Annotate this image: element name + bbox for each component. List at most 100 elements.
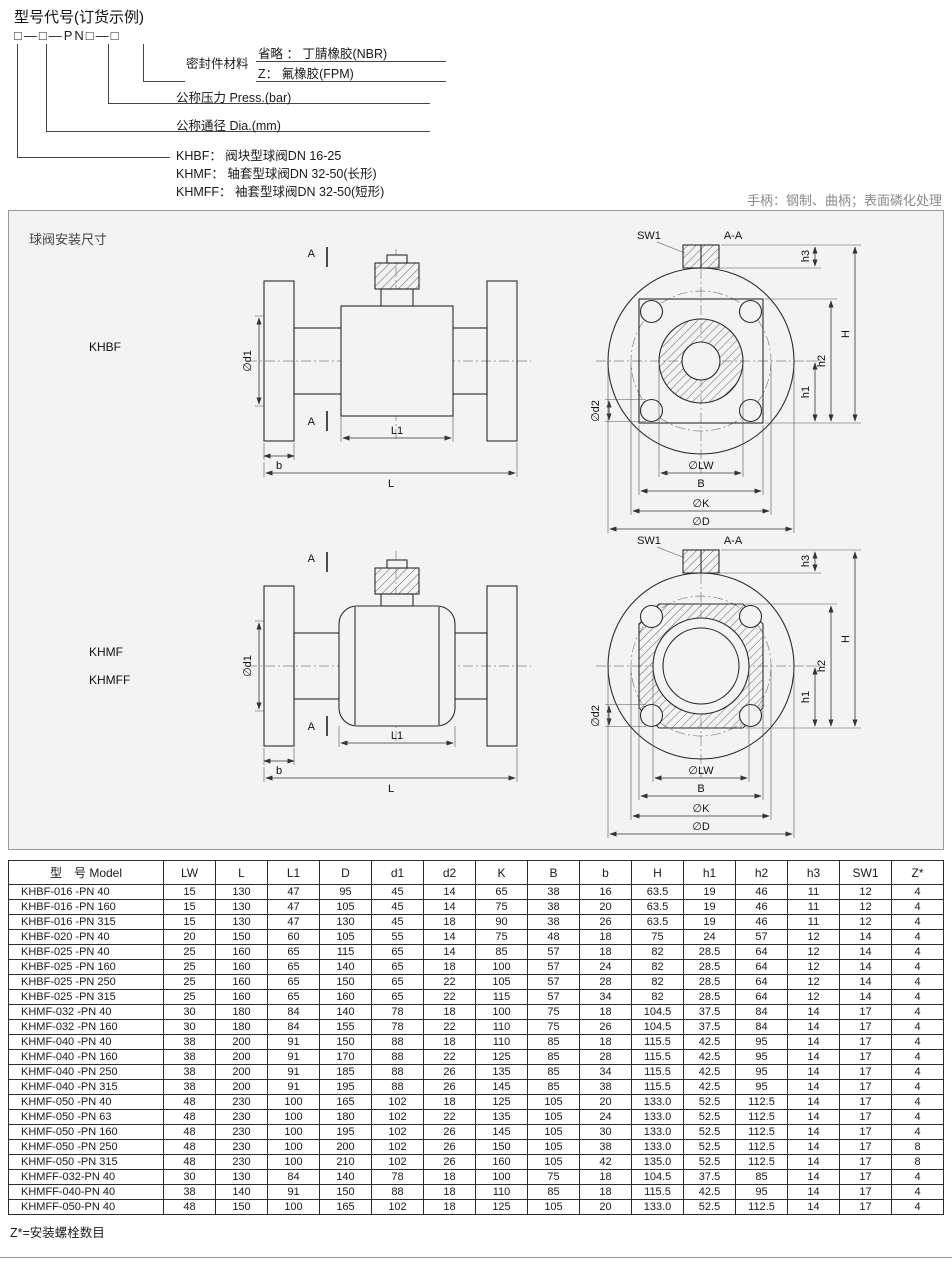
value-cell: 112.5 [735,1109,788,1125]
stem-neck [380,593,414,607]
model-cell: KHBF-016 -PN 40 [8,884,164,900]
value-cell: 160 [215,944,268,960]
value-cell: 150 [215,1199,268,1215]
value-cell: 85 [527,1184,580,1200]
drawing-panel-title: 球阀安装尺寸 [29,232,108,247]
value-cell: 17 [839,1199,892,1215]
value-cell: 46 [735,884,788,900]
value-cell: 64 [735,959,788,975]
dim-label-h2: h2 [816,660,828,672]
value-cell: 14 [787,1034,840,1050]
model-cell: KHMFF-032-PN 40 [8,1169,164,1185]
value-cell: 133.0 [631,1109,684,1125]
seal-material-block: 密封件材料 省略 ： 丁腈橡胶(NBR) Z： 氟橡胶(FPM) [186,42,446,82]
value-cell: 18 [579,1169,632,1185]
inner-circle [662,627,740,705]
value-cell: 65 [267,974,320,990]
value-cell: 4 [891,929,944,945]
column-header: 型 号 Model [8,860,164,885]
value-cell: 65 [371,944,424,960]
value-cell: 130 [215,884,268,900]
value-cell: 18 [423,959,476,975]
value-cell: 11 [787,899,840,915]
value-cell: 25 [163,989,216,1005]
value-cell: 82 [631,989,684,1005]
model-cell: KHMF-050 -PN 40 [8,1094,164,1110]
value-cell: 135.0 [631,1154,684,1170]
value-cell: 75 [527,1019,580,1035]
value-cell: 42.5 [683,1064,736,1080]
dim-label-A: A [308,248,316,260]
value-cell: 4 [891,974,944,990]
value-cell: 91 [267,1079,320,1095]
value-cell: 78 [371,1019,424,1035]
model-cell: KHBF-016 -PN 315 [8,914,164,930]
value-cell: 14 [839,944,892,960]
value-cell: 112.5 [735,1154,788,1170]
value-cell: 95 [735,1064,788,1080]
value-cell: 26 [579,1019,632,1035]
value-cell: 84 [735,1004,788,1020]
value-cell: 160 [319,989,372,1005]
section-label-AA: A-A [724,535,743,547]
column-header: h3 [787,860,840,885]
value-cell: 45 [371,899,424,915]
value-cell: 22 [423,1049,476,1065]
bolt-hole [639,398,664,423]
seal-material-label: 密封件材料 [186,56,249,71]
value-cell: 19 [683,884,736,900]
value-cell: 19 [683,914,736,930]
dim-label-LW: ∅LW [688,765,714,777]
value-cell: 46 [735,899,788,915]
value-cell: 48 [163,1124,216,1140]
view-label-khmff: KHMFF [89,673,130,687]
value-cell: 75 [631,929,684,945]
value-cell: 4 [891,1199,944,1215]
value-cell: 230 [215,1094,268,1110]
value-cell: 230 [215,1109,268,1125]
value-cell: 90 [475,914,528,930]
value-cell: 84 [735,1019,788,1035]
value-cell: 102 [371,1139,424,1155]
bolt-hole [639,604,664,629]
value-cell: 38 [527,884,580,900]
value-cell: 26 [423,1079,476,1095]
model-cell: KHBF-025 -PN 315 [8,989,164,1005]
handle-square [374,567,420,595]
dim-label-LW: ∅LW [688,460,714,472]
value-cell: 14 [787,1094,840,1110]
value-cell: 17 [839,1124,892,1140]
value-cell: 130 [215,914,268,930]
value-cell: 65 [371,974,424,990]
value-cell: 28.5 [683,959,736,975]
seal-option-fpm: Z： 氟橡胶(FPM) [256,62,446,82]
value-cell: 160 [215,989,268,1005]
connector-line [46,44,430,132]
value-cell: 100 [475,1004,528,1020]
value-cell: 18 [579,944,632,960]
value-cell: 85 [527,1049,580,1065]
value-cell: 100 [267,1124,320,1140]
value-cell: 200 [215,1049,268,1065]
value-cell: 160 [475,1154,528,1170]
dim-label-d2: ∅d2 [590,400,602,422]
value-cell: 105 [527,1154,580,1170]
value-cell: 18 [423,1199,476,1215]
value-cell: 24 [579,959,632,975]
value-cell: 84 [267,1004,320,1020]
value-cell: 12 [787,989,840,1005]
value-cell: 26 [423,1064,476,1080]
dim-label-SW1: SW1 [637,230,661,242]
diameter-label: 公称通径 Dia.(mm) [176,119,281,133]
value-cell: 20 [579,1094,632,1110]
value-cell: 48 [163,1109,216,1125]
value-cell: 150 [319,974,372,990]
value-cell: 14 [839,959,892,975]
value-cell: 57 [527,944,580,960]
value-cell: 180 [215,1019,268,1035]
value-cell: 115.5 [631,1064,684,1080]
